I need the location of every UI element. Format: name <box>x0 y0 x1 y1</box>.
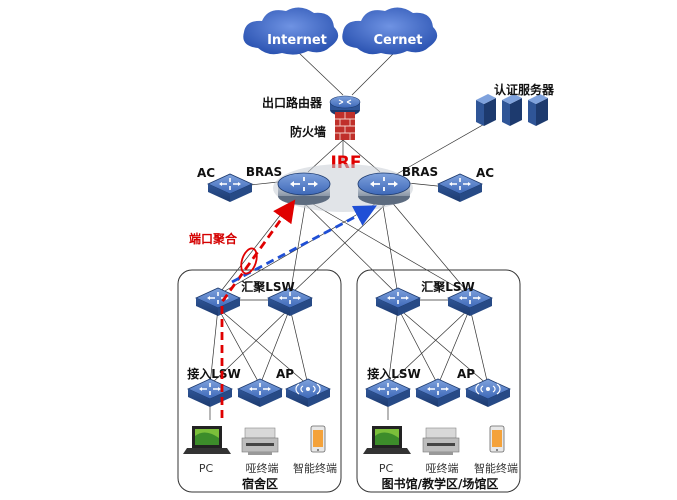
right-dumb-terminal-icon <box>422 427 460 456</box>
cernet-cloud: Cernet <box>342 7 438 55</box>
ac-right-label: AC <box>476 166 494 180</box>
left-ap-label: AP <box>276 367 294 381</box>
right-agg-label: 汇聚LSW <box>421 280 475 294</box>
auth-server-icon <box>476 94 548 126</box>
left-dumb-terminal-label: 哑终端 <box>246 461 279 475</box>
right-access-label: 接入LSW <box>367 366 421 381</box>
bras-left-label: BRAS <box>246 165 282 179</box>
core-switch-left-icon <box>277 172 331 206</box>
right-pc-icon <box>363 426 411 454</box>
cernet-label: Cernet <box>373 33 422 48</box>
left-smart-terminal-label: 智能终端 <box>293 461 337 475</box>
links <box>209 51 496 420</box>
zone-right-box <box>356 269 521 493</box>
left-agg-label: 汇聚LSW <box>241 280 295 294</box>
left-pc-label: PC <box>199 462 214 475</box>
left-pc-icon <box>183 426 231 454</box>
left-ap-icon <box>285 378 331 408</box>
internet-cloud: Internet <box>243 7 339 55</box>
right-pc-label: PC <box>379 462 394 475</box>
port-aggregation-label: 端口聚合 <box>189 231 238 246</box>
bras-right-label: BRAS <box>402 165 438 179</box>
auth-server-label: 认证服务器 <box>494 82 555 97</box>
left-access-switch-2-icon <box>237 378 283 408</box>
right-smart-terminal-icon <box>489 425 505 453</box>
right-agg-switch-1-icon <box>375 287 421 317</box>
right-ap-icon <box>465 378 511 408</box>
right-zone-name: 图书馆/教学区/场馆区 <box>382 476 499 491</box>
left-access-label: 接入LSW <box>187 366 241 381</box>
ac-left-label: AC <box>197 166 215 180</box>
right-smart-terminal-label: 智能终端 <box>474 461 518 475</box>
left-smart-terminal-icon <box>310 425 326 453</box>
zone-left-box <box>177 269 342 493</box>
firewall-icon <box>335 112 355 140</box>
left-zone-name: 宿舍区 <box>242 476 278 491</box>
right-access-switch-2-icon <box>415 378 461 408</box>
router-label: 出口路由器 <box>262 95 323 110</box>
internet-label: Internet <box>267 33 327 48</box>
right-access-switch-1-icon <box>365 378 411 408</box>
left-access-switch-1-icon <box>187 378 233 408</box>
left-dumb-terminal-icon <box>241 427 279 456</box>
port-aggregation-ring <box>240 247 258 275</box>
red-flow-arrow <box>220 199 296 418</box>
blue-flow-arrow <box>231 205 377 284</box>
right-dumb-terminal-label: 哑终端 <box>426 461 459 475</box>
right-ap-label: AP <box>457 367 475 381</box>
firewall-label: 防火墙 <box>290 124 326 139</box>
left-agg-switch-1-icon <box>195 287 241 317</box>
